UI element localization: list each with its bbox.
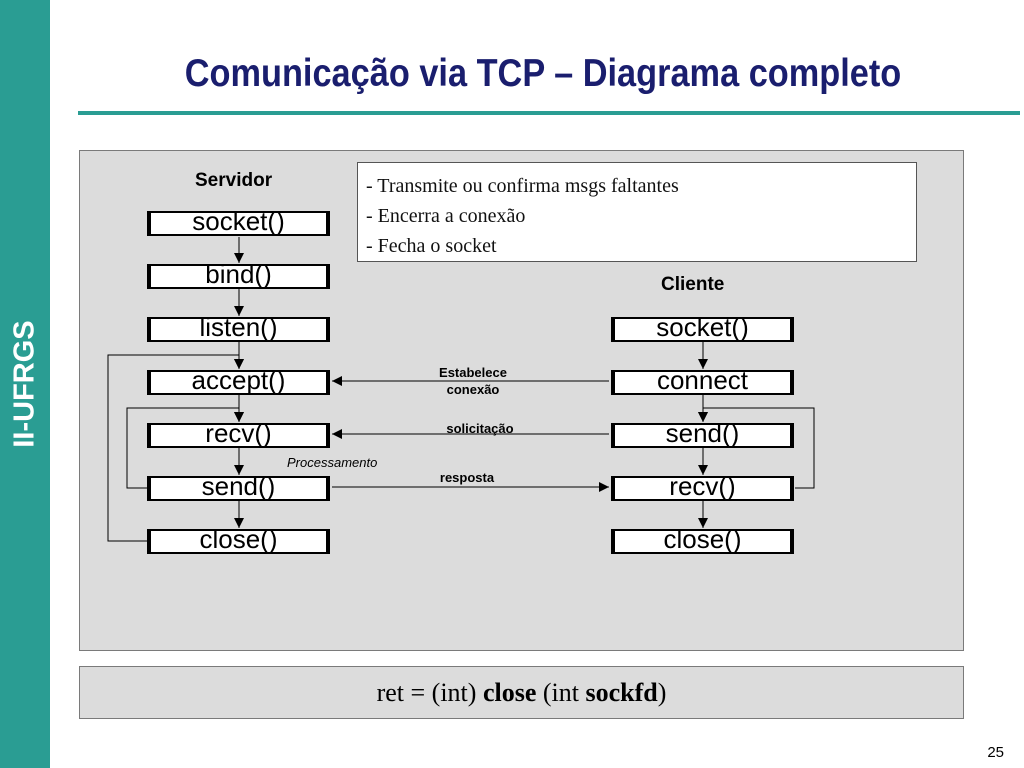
server-call-label: close(): [199, 524, 278, 554]
sidebar: II-UFRGS: [0, 0, 50, 768]
client-heading: Cliente: [661, 274, 725, 295]
note-line: - Fecha o socket: [366, 235, 497, 257]
establish-connection-label: Estabelece conexão: [418, 364, 528, 398]
server-socket-box: socket(): [147, 208, 330, 236]
client-call-label: close(): [663, 524, 742, 554]
slide-title: Comunicação via TCP – Diagrama completo: [184, 52, 902, 95]
server-accept-box: accept(): [147, 367, 330, 395]
establish-label-line2: conexão: [446, 382, 500, 397]
server-outer-loop: [107, 354, 239, 542]
client-loop: [703, 407, 815, 489]
server-call-label: bind(): [205, 259, 272, 289]
response-label: resposta: [439, 470, 495, 485]
request-label: solicitação: [446, 421, 514, 436]
note-line: - Transmite ou confirma msgs faltantes: [366, 175, 679, 197]
server-bind-box: bind(): [147, 261, 330, 289]
server-recv-box: recv(): [147, 420, 330, 448]
server-call-label: accept(): [191, 365, 286, 395]
page-number: 25: [987, 744, 1004, 761]
code-panel: ret = (int) close (int sockfd): [79, 666, 964, 719]
server-close-box: close(): [147, 526, 330, 554]
client-call-label: connect: [656, 365, 749, 395]
client-socket-box: socket(): [611, 314, 794, 342]
client-call-label: socket(): [656, 312, 749, 342]
note-line: - Encerra a conexão: [366, 205, 526, 227]
client-send-box: send(): [611, 420, 794, 448]
client-close-box: close(): [611, 526, 794, 554]
code-suffix: ): [657, 678, 667, 707]
client-recv-box: recv(): [611, 473, 794, 501]
client-call-label: send(): [665, 418, 740, 448]
client-connect-box: connect: [611, 367, 794, 395]
server-call-label: send(): [201, 471, 276, 501]
code-param: sockfd: [585, 678, 658, 707]
client-call-label: recv(): [669, 471, 736, 501]
code-prefix: ret = (int): [376, 678, 483, 707]
server-listen-box: listen(): [147, 314, 330, 342]
code-args-prefix: (int: [536, 678, 586, 707]
server-heading: Servidor: [195, 170, 273, 191]
processing-label: Processamento: [287, 455, 378, 470]
server-call-label: listen(): [199, 312, 278, 342]
server-send-box: send(): [147, 473, 330, 501]
code-func: close: [482, 678, 537, 707]
server-call-label: recv(): [205, 418, 272, 448]
server-inner-loop: [126, 407, 239, 489]
title-underline: [78, 111, 1020, 115]
notes-box: - Transmite ou confirma msgs faltantes -…: [357, 162, 917, 262]
establish-label-line1: Estabelece: [439, 365, 507, 380]
server-call-label: socket(): [192, 206, 285, 236]
